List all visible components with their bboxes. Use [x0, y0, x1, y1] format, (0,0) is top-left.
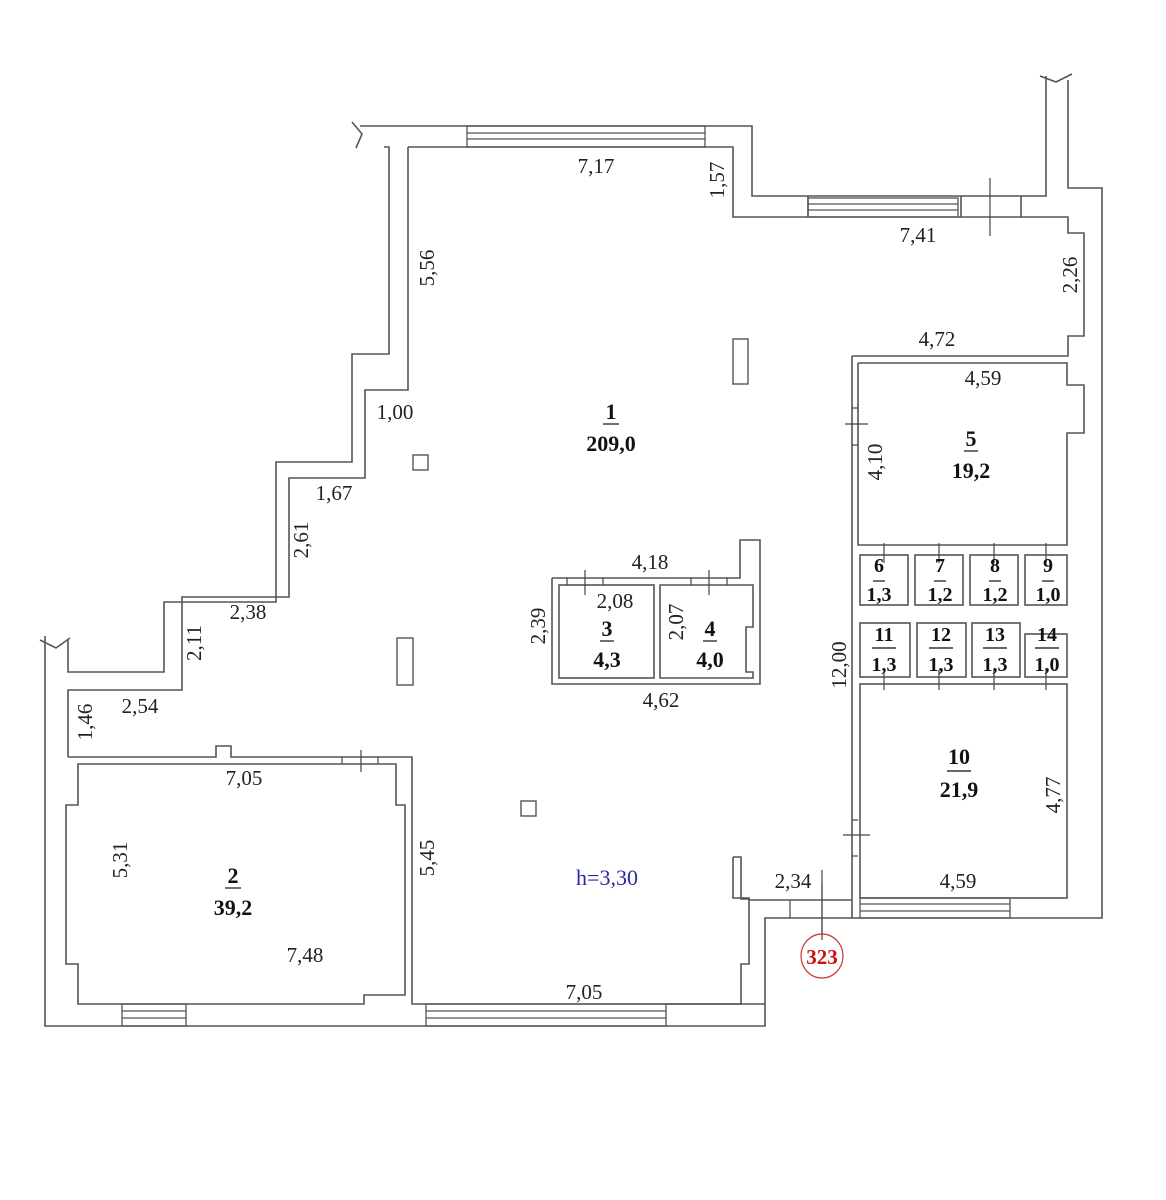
dim-room3-width: 2,08 — [597, 589, 634, 613]
svg-text:8: 8 — [990, 555, 1000, 577]
svg-text:4: 4 — [705, 616, 716, 641]
dim-room1-bottom: 7,05 — [566, 980, 603, 1004]
dim-room10-right: 4,77 — [1041, 777, 1065, 814]
svg-text:13: 13 — [985, 624, 1005, 646]
room-7-label: 7 1,2 — [928, 555, 953, 606]
svg-text:12: 12 — [931, 624, 951, 646]
dim-right-lower-top: 4,72 — [919, 327, 956, 351]
room-4-label: 4 4,0 — [696, 616, 724, 672]
svg-text:1: 1 — [606, 399, 617, 424]
svg-text:1,0: 1,0 — [1035, 654, 1060, 676]
svg-text:2: 2 — [228, 863, 239, 888]
dimension-labels: 7,17 1,57 7,41 2,26 4,72 5,56 1,00 1,67 … — [73, 154, 1082, 1004]
right-block — [843, 356, 1085, 918]
svg-text:4,3: 4,3 — [593, 647, 621, 672]
rooms-3-4-block — [551, 539, 761, 685]
svg-text:1,2: 1,2 — [983, 584, 1008, 606]
window-room10 — [859, 897, 1011, 919]
room-2-label: 2 39,2 — [214, 863, 253, 920]
svg-text:1,0: 1,0 — [1036, 584, 1061, 606]
dim-room4-height: 2,07 — [664, 604, 688, 641]
window-top-right — [807, 197, 959, 218]
room-14-label: 14 1,0 — [1035, 624, 1060, 676]
dim-right-upper: 2,26 — [1058, 257, 1082, 294]
svg-text:19,2: 19,2 — [952, 458, 991, 483]
dim-step-2: 1,67 — [316, 481, 353, 505]
dim-room3-4-bottom: 4,62 — [643, 688, 680, 712]
svg-text:1,3: 1,3 — [929, 654, 954, 676]
dim-room10-bottom: 4,59 — [940, 869, 977, 893]
room-5-label: 5 19,2 — [952, 426, 991, 483]
pillars — [396, 338, 749, 817]
svg-text:1,2: 1,2 — [928, 584, 953, 606]
room-10-label: 10 21,9 — [940, 744, 979, 802]
svg-text:1,3: 1,3 — [867, 584, 892, 606]
svg-text:10: 10 — [948, 744, 970, 769]
svg-text:3: 3 — [602, 616, 613, 641]
room-9-label: 9 1,0 — [1036, 555, 1061, 606]
dim-room2-bottom: 7,48 — [287, 943, 324, 967]
dim-step-6: 2,54 — [122, 694, 159, 718]
dim-room3-4-left: 2,39 — [526, 608, 550, 645]
svg-text:4,0: 4,0 — [696, 647, 724, 672]
unit-number-marker: 323 — [800, 884, 844, 979]
dim-room5-top: 4,59 — [965, 366, 1002, 390]
svg-text:209,0: 209,0 — [586, 431, 636, 456]
dim-top-main: 7,17 — [578, 154, 615, 178]
svg-text:39,2: 39,2 — [214, 895, 253, 920]
room-labels: 1 209,0 2 39,2 3 4,3 4 4,0 5 19,2 6 1,3 — [214, 399, 1061, 920]
dim-top-right: 7,41 — [900, 223, 937, 247]
dim-step-1: 1,00 — [377, 400, 414, 424]
dim-room2-top: 7,05 — [226, 766, 263, 790]
dim-column-right: 12,00 — [827, 641, 851, 688]
window-room2 — [121, 1003, 187, 1027]
svg-text:7: 7 — [935, 555, 945, 577]
dim-step-4: 2,38 — [230, 600, 267, 624]
dim-step-3: 2,61 — [289, 522, 313, 559]
dim-room3-4-top: 4,18 — [632, 550, 669, 574]
svg-text:5: 5 — [966, 426, 977, 451]
window-top — [466, 125, 706, 148]
dim-corridor: 2,34 — [775, 869, 812, 893]
room-3-label: 3 4,3 — [593, 616, 621, 672]
window-bottom — [425, 1003, 667, 1027]
svg-text:1,3: 1,3 — [872, 654, 897, 676]
room-2-outline — [65, 745, 765, 1005]
unit-number: 323 — [806, 945, 838, 969]
room-6-label: 6 1,3 — [867, 555, 892, 606]
ceiling-height-label: h=3,30 — [576, 865, 638, 890]
door-ticks — [883, 543, 1047, 690]
dim-room2-left: 5,31 — [108, 842, 132, 879]
room-11-label: 11 1,3 — [872, 624, 897, 676]
dim-top-step: 1,57 — [705, 162, 729, 199]
svg-text:21,9: 21,9 — [940, 777, 979, 802]
dim-left-upper: 5,56 — [415, 250, 439, 287]
svg-text:14: 14 — [1037, 624, 1057, 646]
svg-text:6: 6 — [874, 555, 884, 577]
svg-text:1,3: 1,3 — [983, 654, 1008, 676]
room-1-lower-walls — [666, 856, 852, 1005]
dim-step-7: 1,46 — [73, 704, 97, 741]
room-8-label: 8 1,2 — [983, 555, 1008, 606]
dim-room1-left-lower: 5,45 — [415, 840, 439, 877]
dim-room5-left: 4,10 — [863, 444, 887, 481]
room-1-label: 1 209,0 — [586, 399, 636, 456]
room-13-label: 13 1,3 — [983, 624, 1008, 676]
svg-text:11: 11 — [875, 624, 894, 646]
dim-step-5: 2,11 — [182, 625, 206, 661]
room-12-label: 12 1,3 — [929, 624, 954, 676]
svg-text:9: 9 — [1043, 555, 1053, 577]
